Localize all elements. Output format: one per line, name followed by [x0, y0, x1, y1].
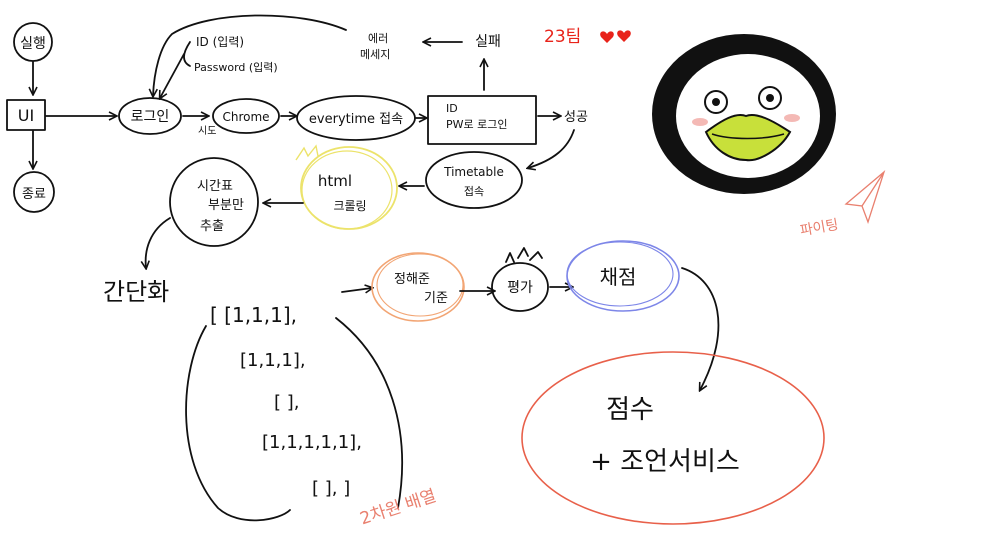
node-everytime: everytime 접속 [296, 95, 416, 141]
node-idpw-login: ID PW로 로그인 [427, 95, 537, 145]
node-exit-label: 종료 [22, 187, 46, 202]
penguin-face-drawing [652, 34, 836, 194]
node-ui: UI [6, 99, 46, 131]
password-input-label: Password (입력) [194, 61, 278, 74]
arrow-extract-to-simplify [146, 217, 171, 268]
node-run-label: 실행 [20, 36, 46, 52]
node-login-label: 로그인 [131, 109, 170, 125]
node-exit: 종료 [13, 171, 55, 213]
array-label: 2차원 배열 [358, 486, 439, 529]
node-result: 점수 + 조언서비스 [521, 351, 825, 525]
node-scoring: 채점 [566, 240, 680, 312]
array-line-2: [1,1,1], [240, 350, 306, 371]
heart-icon [600, 31, 614, 43]
array-line-3: [ ], [274, 392, 300, 413]
attempt-label: 시도 [198, 125, 216, 137]
node-extract-label-2: 부분만 [208, 198, 244, 213]
node-error-label-2: 메세지 [360, 48, 390, 61]
input-bracket [160, 41, 191, 98]
array-line-5: [ ], ] [312, 478, 350, 499]
array-line-4: [1,1,1,1,1], [262, 432, 362, 453]
paper-plane-icon [844, 170, 886, 224]
node-error-label-1: 에러 [368, 32, 388, 45]
node-chrome: Chrome [212, 98, 280, 134]
node-criteria-label-1: 정해준 [394, 272, 430, 287]
arrow-scoring-to-result [681, 267, 720, 390]
node-evaluate: 평가 [491, 247, 549, 312]
node-idpw-label-1: ID [446, 102, 458, 115]
node-html-label-1: html [318, 172, 352, 190]
node-simplify-label: 간단화 [103, 278, 169, 306]
beak-icon [704, 114, 792, 162]
array-brace-right [335, 317, 404, 509]
arrow-error-to-login [153, 14, 347, 96]
cheer-note: 파이팅 [799, 217, 840, 239]
node-extract: 시간표 부분만 추출 [169, 157, 259, 247]
node-evaluate-label: 평가 [507, 280, 533, 296]
node-timetable-label-2: 접속 [464, 185, 484, 198]
yellow-sparkle-icon [295, 144, 319, 161]
node-ui-label: UI [18, 106, 34, 125]
arrow-array-to-criteria [341, 288, 372, 292]
node-run: 실행 [13, 22, 53, 62]
node-idpw-label-2: PW로 로그인 [446, 118, 508, 131]
team-label: 23팀 [544, 27, 581, 47]
node-criteria-label-2: 기준 [424, 291, 448, 306]
node-success-label: 성공 [564, 110, 588, 125]
array-line-1: [ [1,1,1], [210, 303, 297, 327]
node-result-label-1: 점수 [606, 395, 654, 425]
node-criteria: 정해준 기준 [371, 252, 465, 322]
node-timetable: Timetable 접속 [425, 151, 523, 209]
node-result-label-2: + 조언서비스 [590, 447, 740, 477]
node-html-label-2: 크롤링 [333, 199, 366, 213]
node-chrome-label: Chrome [222, 110, 269, 124]
node-extract-label-1: 시간표 [197, 179, 233, 194]
node-extract-label-3: 추출 [200, 219, 224, 234]
node-html-crawl: html 크롤링 [295, 144, 398, 230]
node-everytime-label: everytime 접속 [309, 112, 403, 127]
node-login: 로그인 [118, 97, 182, 135]
node-timetable-label-1: Timetable [443, 165, 504, 179]
node-scoring-label: 채점 [600, 265, 637, 289]
node-fail-label: 실패 [475, 34, 501, 50]
id-input-label: ID (입력) [196, 35, 244, 49]
arrow-success-to-timetable [528, 129, 575, 168]
heart-icon-2 [617, 30, 631, 42]
sparkle-icon [505, 247, 543, 263]
array-brace-left [185, 325, 291, 522]
array-block: [ [1,1,1], [1,1,1], [ ], [1,1,1,1,1], [ … [185, 303, 404, 522]
